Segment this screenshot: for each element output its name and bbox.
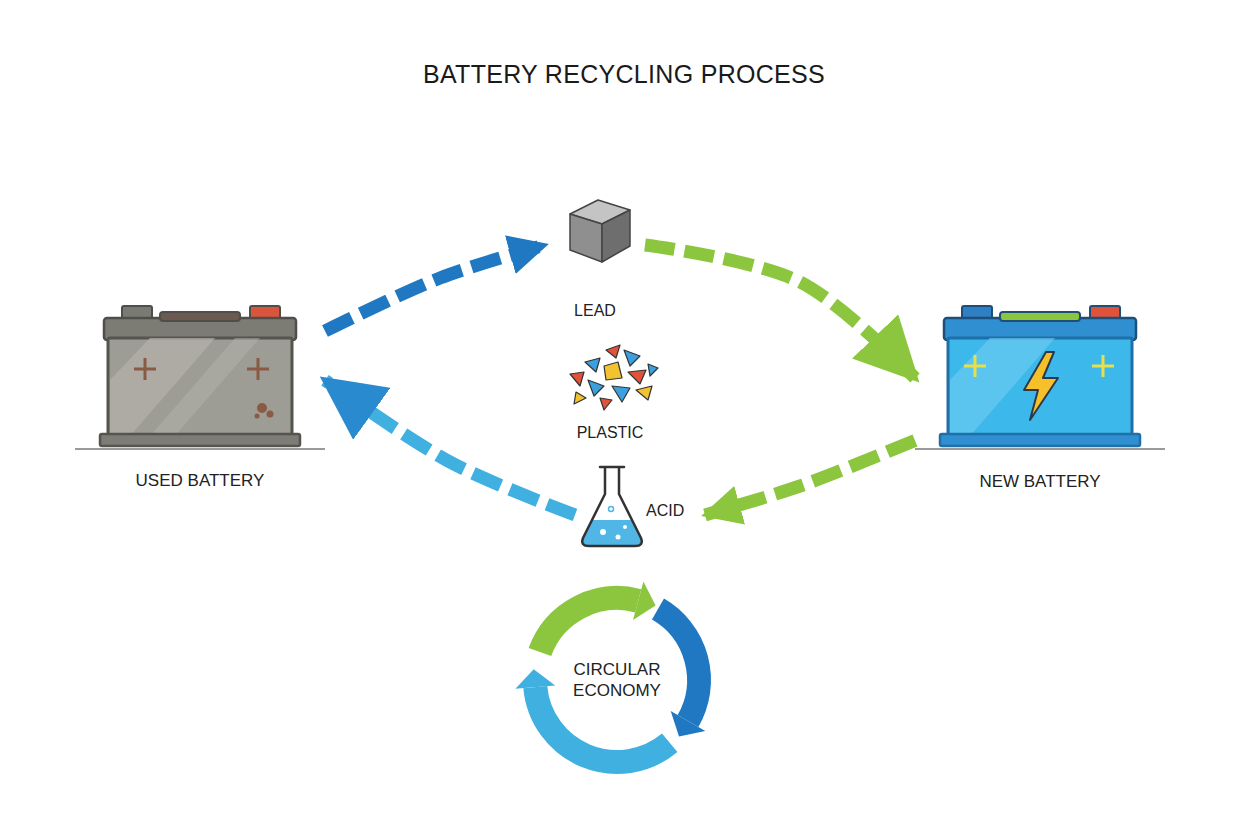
node-label: LEAD	[545, 300, 645, 321]
shard	[628, 370, 646, 384]
node-label: CIRCULAR ECONOMY	[557, 659, 677, 701]
ring-arrowhead	[633, 582, 656, 621]
bubble	[623, 525, 627, 529]
shard	[612, 386, 630, 402]
rust-spot	[267, 411, 274, 418]
plus-sign	[247, 358, 269, 380]
diagram-title: BATTERY RECYCLING PROCESS	[0, 60, 1248, 89]
new-battery-illustration	[915, 306, 1165, 449]
plus-sign	[1092, 355, 1114, 377]
circular-economy: CIRCULAR ECONOMY	[515, 580, 720, 780]
ring-arc	[540, 598, 638, 652]
flow-arrow	[325, 245, 545, 331]
shard	[585, 358, 600, 372]
shard	[636, 386, 652, 400]
node-label: ACID	[646, 500, 704, 521]
battery-body	[948, 338, 1132, 436]
bubble	[609, 507, 614, 512]
ground-line	[915, 448, 1165, 450]
node-label: NEW BATTERY	[915, 471, 1165, 492]
ingot-face	[602, 210, 630, 262]
cycle-ring	[515, 582, 705, 762]
shard	[574, 392, 586, 404]
ring-arrowhead	[515, 669, 555, 689]
shard	[570, 372, 584, 386]
flow-arrow	[645, 245, 915, 378]
battery-base	[940, 434, 1140, 446]
bubble	[600, 529, 606, 535]
flask-rim	[600, 466, 624, 469]
shard	[588, 380, 604, 396]
node-label: USED BATTERY	[75, 470, 325, 491]
battery-strip	[1000, 312, 1080, 321]
shard	[606, 345, 620, 358]
used-battery-illustration	[75, 306, 325, 449]
bubble	[616, 535, 621, 540]
shard	[600, 398, 612, 410]
ring-arc	[658, 609, 699, 721]
shard	[604, 362, 622, 380]
new-battery: NEW BATTERY	[915, 300, 1165, 495]
ground-line	[75, 448, 325, 450]
ring-arrowhead	[671, 711, 706, 737]
material-acid: ACID	[575, 460, 705, 550]
acid-flask-icon	[582, 467, 642, 546]
connector-group	[325, 245, 915, 515]
used-battery: USED BATTERY	[75, 290, 325, 495]
ingot-face	[570, 214, 602, 262]
node-label: PLASTIC	[555, 422, 665, 443]
battery-highlight	[150, 338, 260, 436]
plus-sign	[134, 358, 156, 380]
shard	[624, 350, 640, 366]
flask-outline	[582, 468, 642, 546]
flow-arrow	[325, 380, 575, 515]
material-lead: LEAD	[545, 200, 645, 325]
lead-ingot-icon	[570, 200, 630, 262]
flow-arrow	[705, 440, 915, 515]
lightning-bolt	[1024, 352, 1058, 420]
plastic-shards-icon	[570, 345, 658, 410]
plus-sign	[964, 355, 986, 377]
battery-body	[108, 338, 292, 436]
rust-spot	[255, 414, 260, 419]
battery-base	[100, 434, 300, 446]
rust-spot	[257, 403, 267, 413]
material-plastic: PLASTIC	[555, 340, 665, 445]
shard	[648, 364, 658, 376]
battery-handle	[160, 312, 240, 321]
